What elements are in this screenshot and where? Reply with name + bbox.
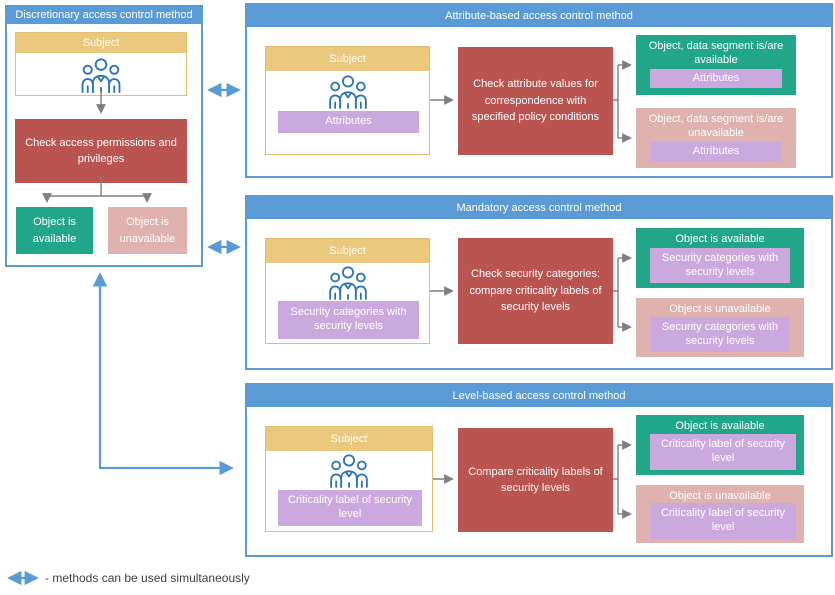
outcome-tag: Criticality label of security level: [650, 503, 796, 539]
subject-title: Subject: [16, 33, 186, 53]
subject-title: Subject: [266, 47, 429, 71]
panel-level-title: Level-based access control method: [247, 385, 831, 407]
panel-discretionary-title: Discretionary access control method: [7, 7, 201, 24]
people-group-icon: [266, 72, 429, 110]
subject-tag: Criticality label of security level: [278, 490, 422, 526]
outcome-available: Object is available Security categories …: [636, 228, 804, 288]
outcome-unavailable: Object is unavailable: [108, 207, 187, 254]
panel-discretionary: Discretionary access control method Subj…: [5, 5, 203, 267]
subject-box: Subject Criticality label of security le…: [265, 426, 433, 532]
subject-box: Subject Attributes: [265, 46, 430, 155]
people-group-icon: [266, 451, 432, 489]
panel-attribute-based: Attribute-based access control method Su…: [245, 3, 833, 178]
subject-title: Subject: [266, 239, 429, 263]
outcome-unavailable: Object is unavailable Security categorie…: [636, 298, 804, 357]
outcome-available: Object, data segment is/are available At…: [636, 35, 796, 95]
subject-box: Subject: [15, 32, 187, 96]
panel-attribute-title: Attribute-based access control method: [247, 5, 831, 27]
outcome-title: Object is unavailable: [669, 490, 771, 502]
subject-tag: Attributes: [278, 111, 419, 133]
check-box: Check security categories: compare criti…: [458, 238, 613, 344]
outcome-tag: Security categories with security levels: [650, 317, 790, 352]
outcome-available: Object is available: [16, 207, 93, 254]
outcome-tag: Attributes: [650, 142, 782, 161]
outcome-tag: Attributes: [650, 69, 782, 88]
legend-label: - methods can be used simultaneously: [45, 571, 250, 585]
people-group-icon: [266, 263, 429, 301]
panel-mandatory: Mandatory access control method Subject …: [245, 195, 833, 370]
check-box: Check access permissions and privileges: [15, 119, 187, 183]
outcome-unavailable: Object, data segment is/are unavailable …: [636, 108, 796, 168]
outcome-title: Object, data segment is/are available: [648, 40, 784, 67]
outcome-title: Object is available: [675, 233, 765, 245]
subject-title: Subject: [266, 427, 432, 451]
outcome-tag: Security categories with security levels: [650, 248, 790, 283]
people-group-icon: [16, 55, 186, 94]
panel-mandatory-title: Mandatory access control method: [247, 197, 831, 219]
outcome-tag: Criticality label of security level: [650, 434, 796, 470]
outcome-available: Object is available Criticality label of…: [636, 415, 804, 475]
outcome-title: Object is available: [675, 420, 765, 432]
subject-box: Subject Security categories with securit…: [265, 238, 430, 344]
outcome-title: Object is unavailable: [669, 303, 771, 315]
check-box: Compare criticality labels of security l…: [458, 428, 613, 532]
outcome-unavailable: Object is unavailable Criticality label …: [636, 485, 804, 543]
outcome-title: Object, data segment is/are unavailable: [648, 113, 784, 140]
panel-level-based: Level-based access control method Subjec…: [245, 383, 833, 557]
subject-tag: Security categories with security levels: [278, 301, 419, 339]
check-box: Check attribute values for correspondenc…: [458, 47, 613, 155]
